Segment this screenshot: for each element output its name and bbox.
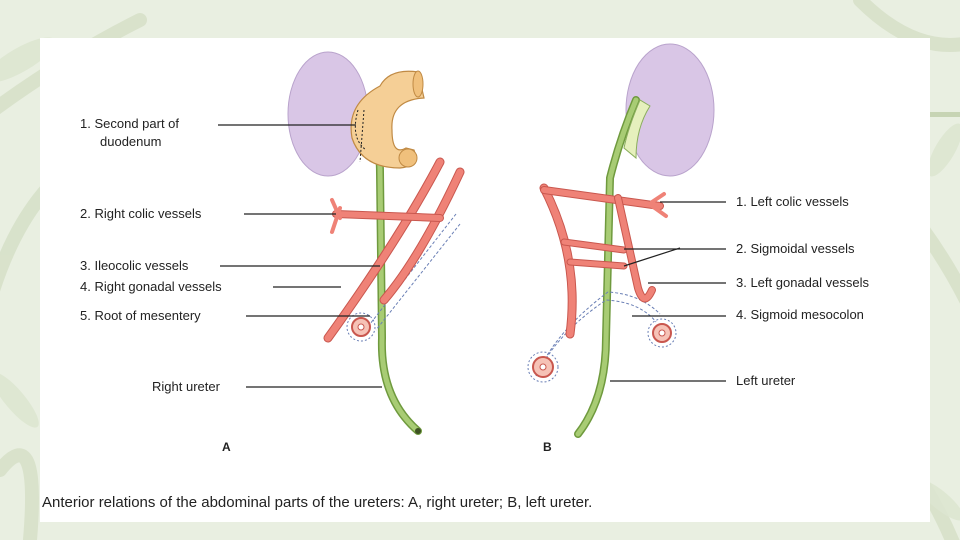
label-right-ureter: Right ureter <box>152 379 220 394</box>
panel-a-illustration <box>218 51 465 435</box>
panel-b-letter: B <box>543 440 552 454</box>
label-left-gonadal-vessels: 3. Left gonadal vessels <box>736 275 869 290</box>
vessel-ring-a <box>346 312 376 342</box>
label-sigmoidal-vessels: 2. Sigmoidal vessels <box>736 241 855 256</box>
label-sigmoid-mesocolon: 4. Sigmoid mesocolon <box>736 307 864 322</box>
vessel-ring-b-right <box>647 318 677 348</box>
panel-a-leader-lines <box>218 124 382 388</box>
panel-a-letter: A <box>222 440 231 454</box>
label-left-ureter: Left ureter <box>736 373 796 388</box>
figure-caption: Anterior relations of the abdominal part… <box>42 494 593 511</box>
label-second-part-duodenum: 1. Second part of <box>80 116 180 131</box>
sigmoid-mesocolon-shape <box>535 291 661 377</box>
label-right-gonadal-vessels: 4. Right gonadal vessels <box>80 279 222 294</box>
vessel-ring-b-left <box>527 351 559 383</box>
label-root-of-mesentery: 5. Root of mesentery <box>80 308 201 323</box>
figure-panel: 1. Second part of duodenum 2. Right coli… <box>40 38 930 522</box>
label-ileocolic-vessels: 3. Ileocolic vessels <box>80 258 189 273</box>
ureter-diagram <box>218 43 726 438</box>
root-of-mesentery-shape <box>369 213 461 331</box>
label-left-colic-vessels: 1. Left colic vessels <box>736 194 849 209</box>
panel-b-illustration <box>527 43 726 438</box>
label-right-colic-vessels: 2. Right colic vessels <box>80 206 202 221</box>
label-duodenum-line2: duodenum <box>100 134 162 149</box>
panel-b-leader-lines <box>610 201 726 382</box>
left-kidney <box>625 43 715 177</box>
